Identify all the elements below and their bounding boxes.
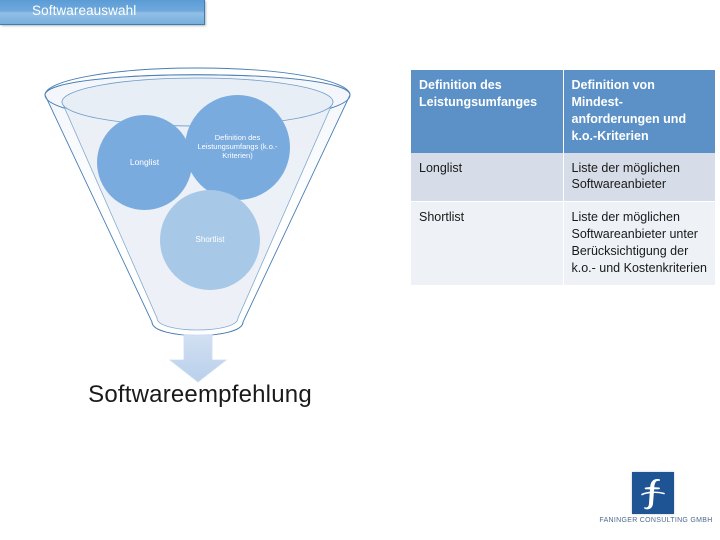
funnel-circle-shortlist-label: Shortlist	[195, 235, 225, 245]
company-logo: FANINGER CONSULTING GMBH	[596, 472, 716, 532]
slide-title: Softwareauswahl	[32, 3, 137, 18]
faninger-f-logo-icon	[632, 472, 674, 514]
funnel-caption: Softwareempfehlung	[88, 381, 312, 408]
logo-caption: FANINGER CONSULTING GMBH	[599, 517, 713, 524]
table-header-cell-mindestanforderungen: Definition von Mindest-anforderungen und…	[563, 70, 715, 153]
table-cell-term: Shortlist	[411, 201, 564, 286]
logo-f-glyph	[641, 479, 665, 510]
table-header-row: Definition des Leistungsumfanges Definit…	[411, 70, 715, 153]
table-cell-description: Liste der möglichen Softwareanbieter unt…	[563, 201, 715, 286]
table-cell-term: Longlist	[411, 152, 564, 203]
table-row: Shortlist Liste der möglichen Softwarean…	[411, 201, 715, 286]
funnel-circle-definition-label: Definition des Leistungsumfangs (k.o.-Kr…	[197, 133, 278, 160]
funnel-circle-longlist-label: Longlist	[129, 157, 160, 168]
down-arrow-icon	[168, 334, 228, 383]
funnel-circle-shortlist[interactable]: Shortlist	[160, 190, 260, 290]
funnel-circle-longlist[interactable]: Longlist	[97, 115, 192, 210]
funnel-diagram: Longlist Definition des Leistungsumfangs…	[0, 50, 400, 400]
table-cell-description: Liste der möglichen Softwareanbieter	[563, 152, 715, 203]
table-header-cell-leistungsumfang: Definition des Leistungsumfanges	[411, 70, 564, 153]
funnel-circle-definition[interactable]: Definition des Leistungsumfangs (k.o.-Kr…	[185, 95, 290, 200]
definitions-table: Definition des Leistungsumfanges Definit…	[411, 70, 715, 286]
slide-title-bar: Softwareauswahl	[0, 0, 205, 25]
table-row: Longlist Liste der möglichen Softwareanb…	[411, 152, 715, 203]
